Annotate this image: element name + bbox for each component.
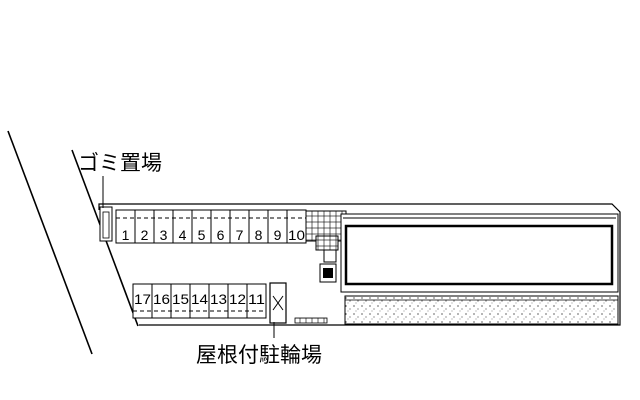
parking-slot-number: 1	[122, 227, 130, 243]
parking-row-frame	[132, 283, 267, 319]
garbage-area-inner	[102, 211, 110, 239]
parking-slot-number: 16	[153, 291, 170, 307]
drain-grate	[294, 317, 328, 324]
bicycle-parking-cross	[272, 295, 284, 311]
parking-slot-number: 5	[198, 227, 206, 243]
parking-slot-number: 6	[217, 227, 225, 243]
parking-slot-number: 7	[236, 227, 244, 243]
bicycle-parking-label: 屋根付駐輪場	[196, 343, 322, 367]
parking-slot-number: 10	[288, 227, 305, 243]
parking-slot-number: 14	[191, 291, 208, 307]
parking-slot-number: 12	[229, 291, 246, 307]
parking-slot-number: 9	[274, 227, 282, 243]
parking-slot-number: 4	[179, 227, 187, 243]
gravel-strip	[344, 295, 619, 325]
site-boundary	[98, 203, 621, 326]
parking-slot-number: 15	[172, 291, 189, 307]
parking-slot-number: 8	[255, 227, 263, 243]
stairs-box	[315, 235, 339, 251]
building-inner	[344, 224, 614, 286]
parking-slot-number: 17	[134, 291, 151, 307]
entrance-box	[323, 249, 337, 263]
parking-slot-number: 11	[248, 291, 265, 307]
parking-slot-number: 3	[160, 227, 168, 243]
meter-box-inner	[323, 268, 333, 278]
parking-slot-number: 2	[141, 227, 149, 243]
parking-slot-number: 13	[210, 291, 227, 307]
road-edge-line	[7, 130, 93, 355]
garbage-area-label: ゴミ置場	[78, 151, 162, 175]
